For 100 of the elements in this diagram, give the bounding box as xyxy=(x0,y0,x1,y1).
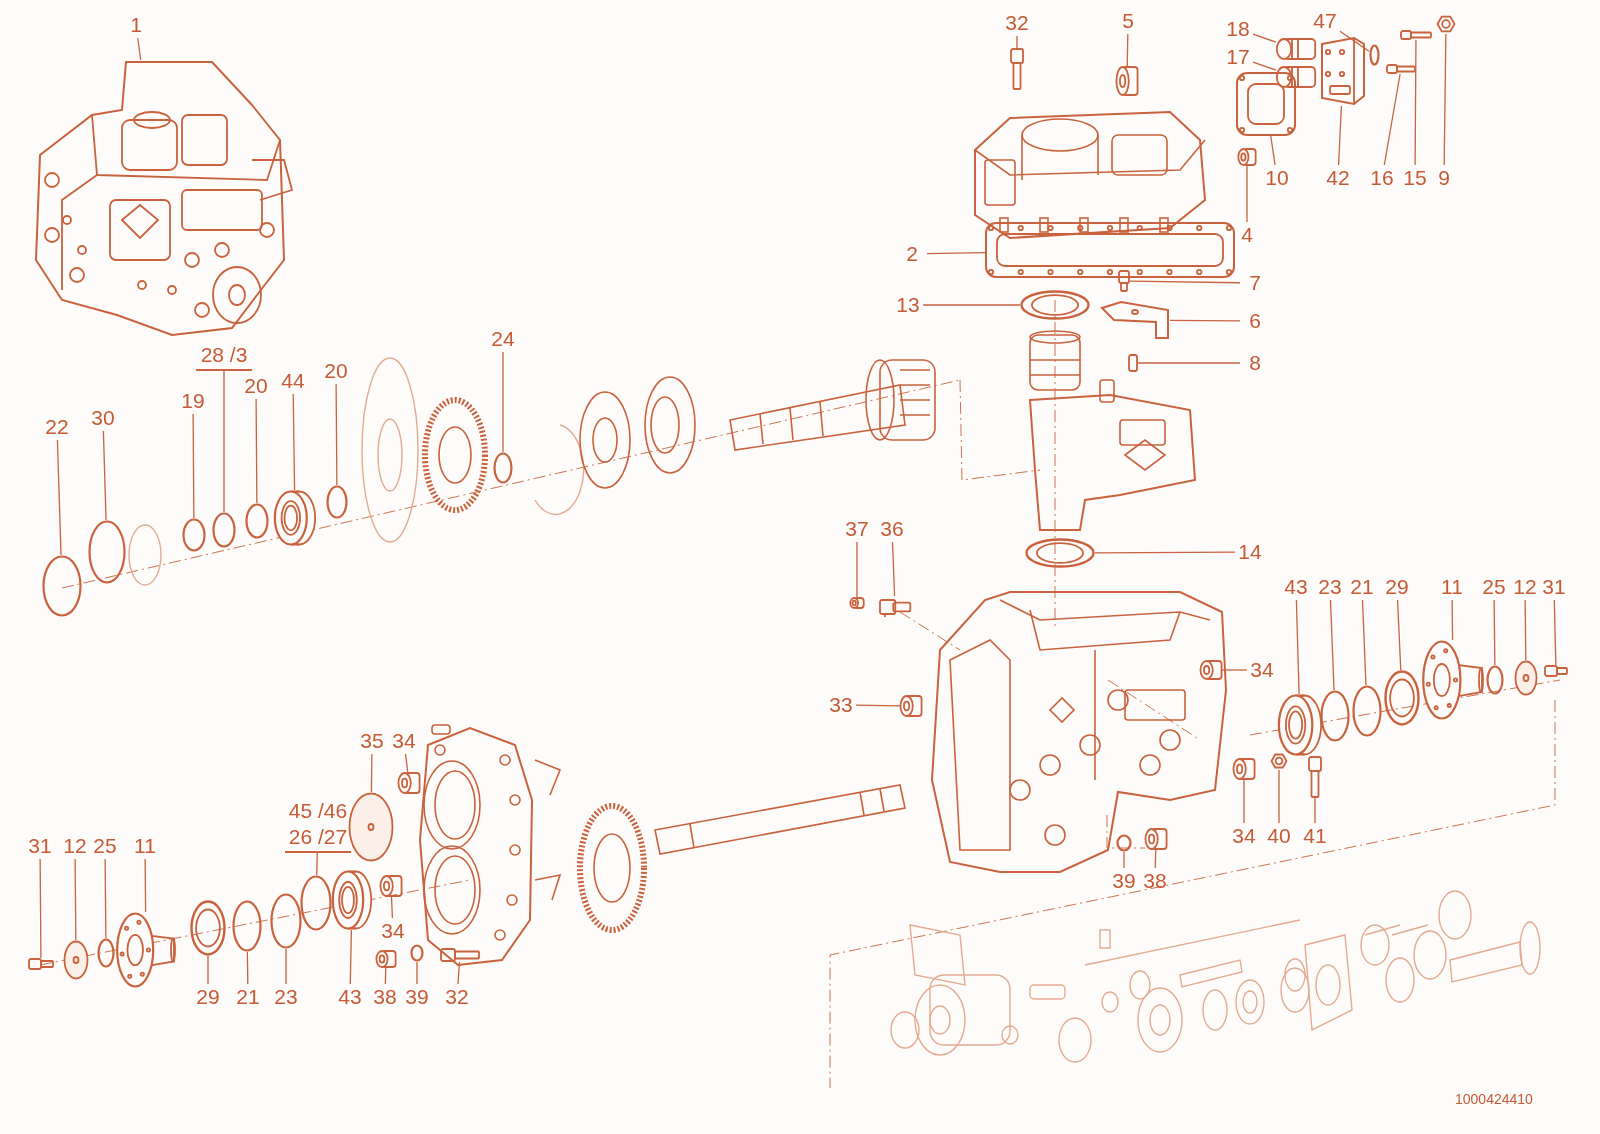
leader-line xyxy=(404,753,409,773)
leader-line xyxy=(1451,599,1454,641)
leader-line xyxy=(74,858,77,941)
callout-number: 20 xyxy=(321,358,351,384)
leader-line xyxy=(1126,33,1129,67)
leader-line xyxy=(292,393,296,491)
ring xyxy=(1369,44,1380,66)
leader-line xyxy=(1252,33,1277,43)
bolt xyxy=(1400,30,1432,40)
callout-number: 10 xyxy=(1262,165,1292,191)
leader-line xyxy=(1137,362,1241,364)
flange xyxy=(1422,640,1484,720)
gasket xyxy=(985,222,1235,278)
leader-line xyxy=(144,858,147,913)
callout-number: 29 xyxy=(193,984,223,1010)
leader-line xyxy=(1243,779,1245,824)
callout-number: 41 xyxy=(1300,823,1330,849)
solenoid xyxy=(1276,38,1316,60)
callout-number: 43 xyxy=(1281,574,1311,600)
seal-ring xyxy=(190,900,226,956)
drawing-number: 1000424410 xyxy=(1455,1090,1533,1108)
leader-line xyxy=(1252,61,1277,71)
bolt xyxy=(28,958,54,970)
callout-number: 42 xyxy=(1323,165,1353,191)
callout-number: 38 xyxy=(1140,868,1170,894)
callout-number: 14 xyxy=(1235,539,1265,565)
callout-number: 45 /46 xyxy=(288,798,348,824)
gasket xyxy=(1236,72,1296,136)
plug xyxy=(1116,66,1138,96)
callout-number: 32 xyxy=(442,984,472,1010)
leader-line xyxy=(255,398,258,504)
seal-ring xyxy=(1025,538,1095,568)
ring xyxy=(97,938,115,968)
ring xyxy=(88,520,126,584)
callout-number: 11 xyxy=(1437,574,1467,600)
callout-number: 28 /3 xyxy=(200,342,248,368)
callout-number: 36 xyxy=(877,516,907,542)
leader-line xyxy=(1553,599,1557,666)
ring xyxy=(1486,665,1504,695)
ring xyxy=(493,452,513,484)
valve-block xyxy=(1320,36,1366,106)
callout-number: 8 xyxy=(1240,350,1270,376)
disc xyxy=(348,792,394,862)
bearing xyxy=(332,870,372,930)
callout-number: 34 xyxy=(1247,657,1277,683)
ring xyxy=(270,893,302,949)
callout-number: 17 xyxy=(1223,44,1253,70)
leader-line xyxy=(1361,599,1367,686)
ring xyxy=(1352,685,1382,737)
callout-number: 25 xyxy=(90,833,120,859)
leader-line xyxy=(56,439,62,556)
seal-ring xyxy=(1020,290,1090,320)
leader-line xyxy=(223,370,225,513)
callout-number: 39 xyxy=(402,984,432,1010)
callout-number: 12 xyxy=(1510,574,1540,600)
callout-number: 39 xyxy=(1109,868,1139,894)
leader-line xyxy=(192,413,195,519)
leader-line xyxy=(349,929,353,985)
callout-number: 2 xyxy=(897,241,927,267)
leader-line xyxy=(137,37,142,61)
plug xyxy=(398,772,420,794)
ring xyxy=(245,503,269,539)
leader-line xyxy=(855,704,901,707)
plug xyxy=(1233,758,1255,780)
plug xyxy=(1200,660,1222,680)
nut xyxy=(1436,14,1456,34)
disc xyxy=(1514,660,1538,696)
leader-line xyxy=(390,896,394,919)
callout-number: 6 xyxy=(1240,308,1270,334)
leader-line xyxy=(1329,599,1335,691)
leader-line xyxy=(1295,599,1300,695)
bearing xyxy=(1278,694,1322,756)
callout-number: 47 xyxy=(1310,8,1340,34)
flange xyxy=(116,912,176,988)
sensor xyxy=(878,596,912,618)
leader-line xyxy=(922,304,1021,306)
callout-number: 16 xyxy=(1367,165,1397,191)
callout-number: 31 xyxy=(25,833,55,859)
callout-number: 24 xyxy=(488,326,518,352)
callout-number: 25 xyxy=(1479,574,1509,600)
nut xyxy=(1270,752,1288,770)
callout-number: 34 xyxy=(389,728,419,754)
callout-number: 1 xyxy=(121,12,151,38)
ring xyxy=(212,512,236,548)
ring xyxy=(1320,690,1350,742)
bolt xyxy=(1118,270,1130,292)
ring xyxy=(410,944,424,962)
callout-number: 18 xyxy=(1223,16,1253,42)
leader-line xyxy=(370,753,373,793)
leader-line xyxy=(1383,73,1401,166)
bolt xyxy=(1386,64,1416,74)
ring xyxy=(182,518,206,552)
callout-number: 34 xyxy=(1229,823,1259,849)
leader-line xyxy=(1339,30,1370,52)
leader-line xyxy=(104,858,107,939)
leader-line xyxy=(1154,849,1157,869)
callout-number: 7 xyxy=(1240,270,1270,296)
callout-number: 22 xyxy=(42,414,72,440)
leader-line xyxy=(102,430,107,521)
bearing xyxy=(274,490,316,546)
